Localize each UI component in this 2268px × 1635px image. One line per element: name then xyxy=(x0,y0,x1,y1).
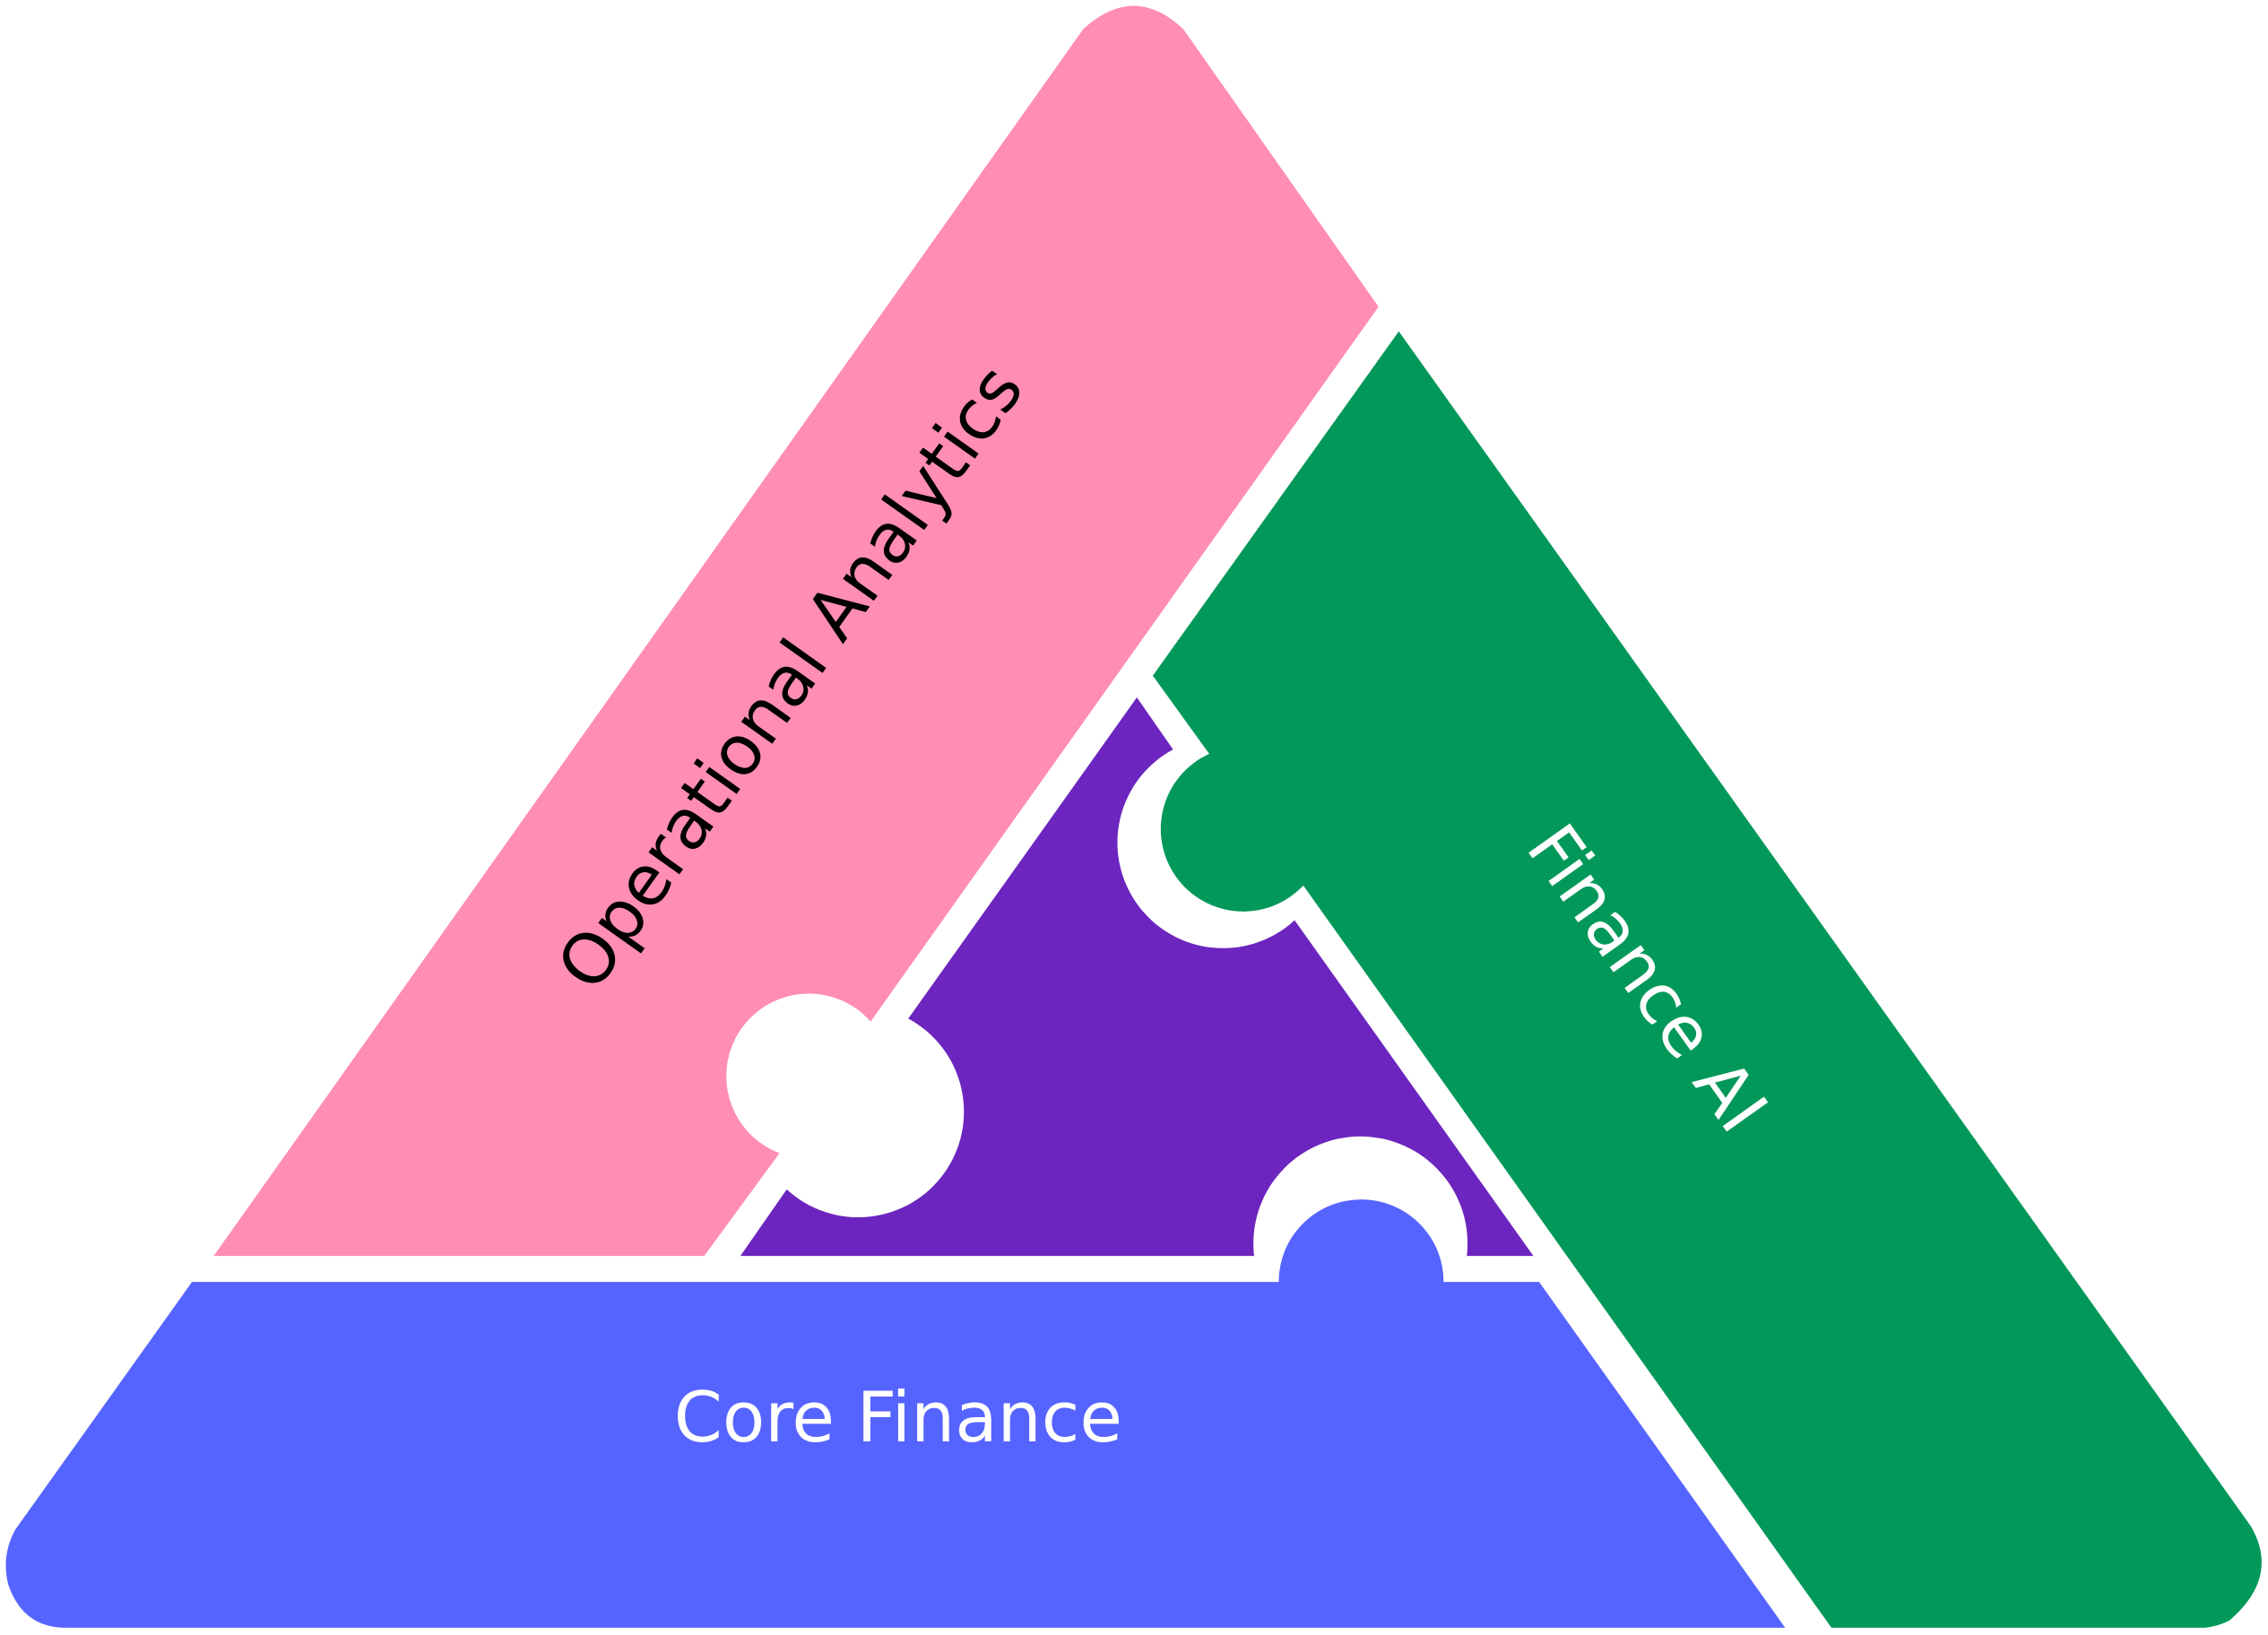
core-finance-piece xyxy=(5,1199,1786,1628)
center-piece xyxy=(740,697,1534,1257)
core-finance-label: Core Finance xyxy=(674,1378,1122,1458)
finance-ai-piece xyxy=(1152,331,2262,1628)
operational-analytics-piece xyxy=(213,5,1379,1257)
